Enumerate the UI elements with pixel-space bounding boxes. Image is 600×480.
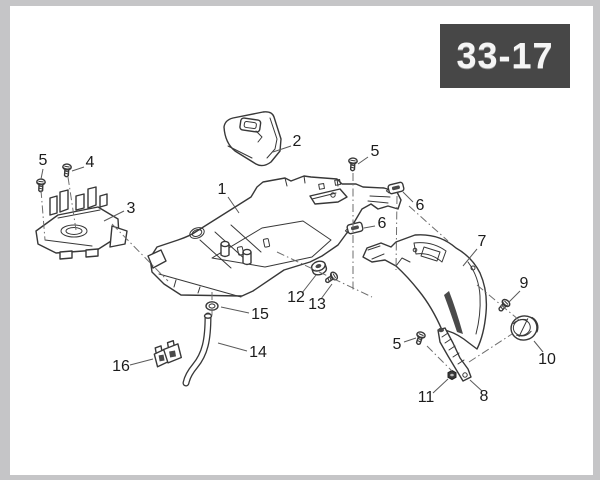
- page-number: 33-17: [456, 35, 554, 76]
- callout-part-1: 1: [217, 181, 227, 198]
- callout-part-5: 5: [38, 152, 48, 169]
- callout-part-2: 2: [292, 133, 302, 150]
- part-5-screw-left: [35, 178, 46, 193]
- assembly-axis-lines: [40, 173, 520, 372]
- callout-part-3: 3: [126, 200, 136, 217]
- part-7-mudguard: [362, 234, 488, 350]
- callout-part-16: 16: [112, 358, 130, 375]
- leader-line-part-12: [301, 274, 317, 294]
- leader-line-part-5: [403, 337, 417, 343]
- part-4-screw: [61, 163, 73, 178]
- part-1-undertray: [147, 175, 402, 298]
- part-3-bracket: [35, 186, 128, 260]
- leader-line-part-4: [71, 166, 85, 172]
- page-number-box: 33-17: [440, 24, 570, 88]
- part-12-flange-nut: [310, 260, 328, 276]
- callout-part-8: 8: [479, 388, 489, 405]
- callout-part-15: 15: [251, 306, 269, 323]
- leader-line-part-1: [227, 196, 240, 214]
- leader-line-part-3: [103, 210, 125, 222]
- leader-line-part-9: [508, 290, 521, 303]
- part-2-cover: [223, 111, 282, 167]
- callout-part-9: 9: [519, 275, 529, 292]
- callout-part-6: 6: [415, 197, 425, 214]
- callout-part-6: 6: [377, 215, 387, 232]
- callout-part-7: 7: [477, 233, 487, 250]
- leader-line-part-5: [40, 168, 44, 180]
- part-16-clamp: [153, 339, 183, 368]
- callout-part-5: 5: [370, 143, 380, 160]
- leader-line-part-8: [469, 379, 483, 392]
- callout-part-14: 14: [249, 344, 267, 361]
- leader-line-part-14: [217, 342, 248, 352]
- callout-part-11: 11: [417, 389, 435, 406]
- leader-line-part-5: [357, 156, 369, 165]
- part-9-screw: [495, 297, 512, 314]
- part-5-screw-top-right: [347, 157, 359, 172]
- leader-line-part-10: [533, 340, 544, 353]
- callout-part-10: 10: [538, 351, 556, 368]
- leader-line-part-7: [462, 248, 478, 267]
- part-10-cap: [510, 315, 539, 341]
- leader-line-part-6: [402, 191, 414, 203]
- callout-part-4: 4: [85, 154, 95, 171]
- callout-part-12: 12: [287, 289, 305, 306]
- leader-line-part-2: [272, 145, 292, 153]
- leader-line-part-16: [129, 358, 154, 366]
- leader-line-part-6: [363, 225, 376, 229]
- callout-part-5: 5: [392, 336, 402, 353]
- part-11-nut: [447, 369, 457, 381]
- part-13-screw: [322, 270, 340, 286]
- part-8-stay: [437, 327, 472, 382]
- callout-part-13: 13: [308, 296, 326, 313]
- callout-leader-lines: [40, 145, 544, 394]
- leader-line-part-11: [432, 378, 449, 394]
- part-14-drain-hose: [182, 312, 213, 387]
- leader-line-part-15: [220, 306, 250, 314]
- leader-line-part-13: [320, 283, 333, 300]
